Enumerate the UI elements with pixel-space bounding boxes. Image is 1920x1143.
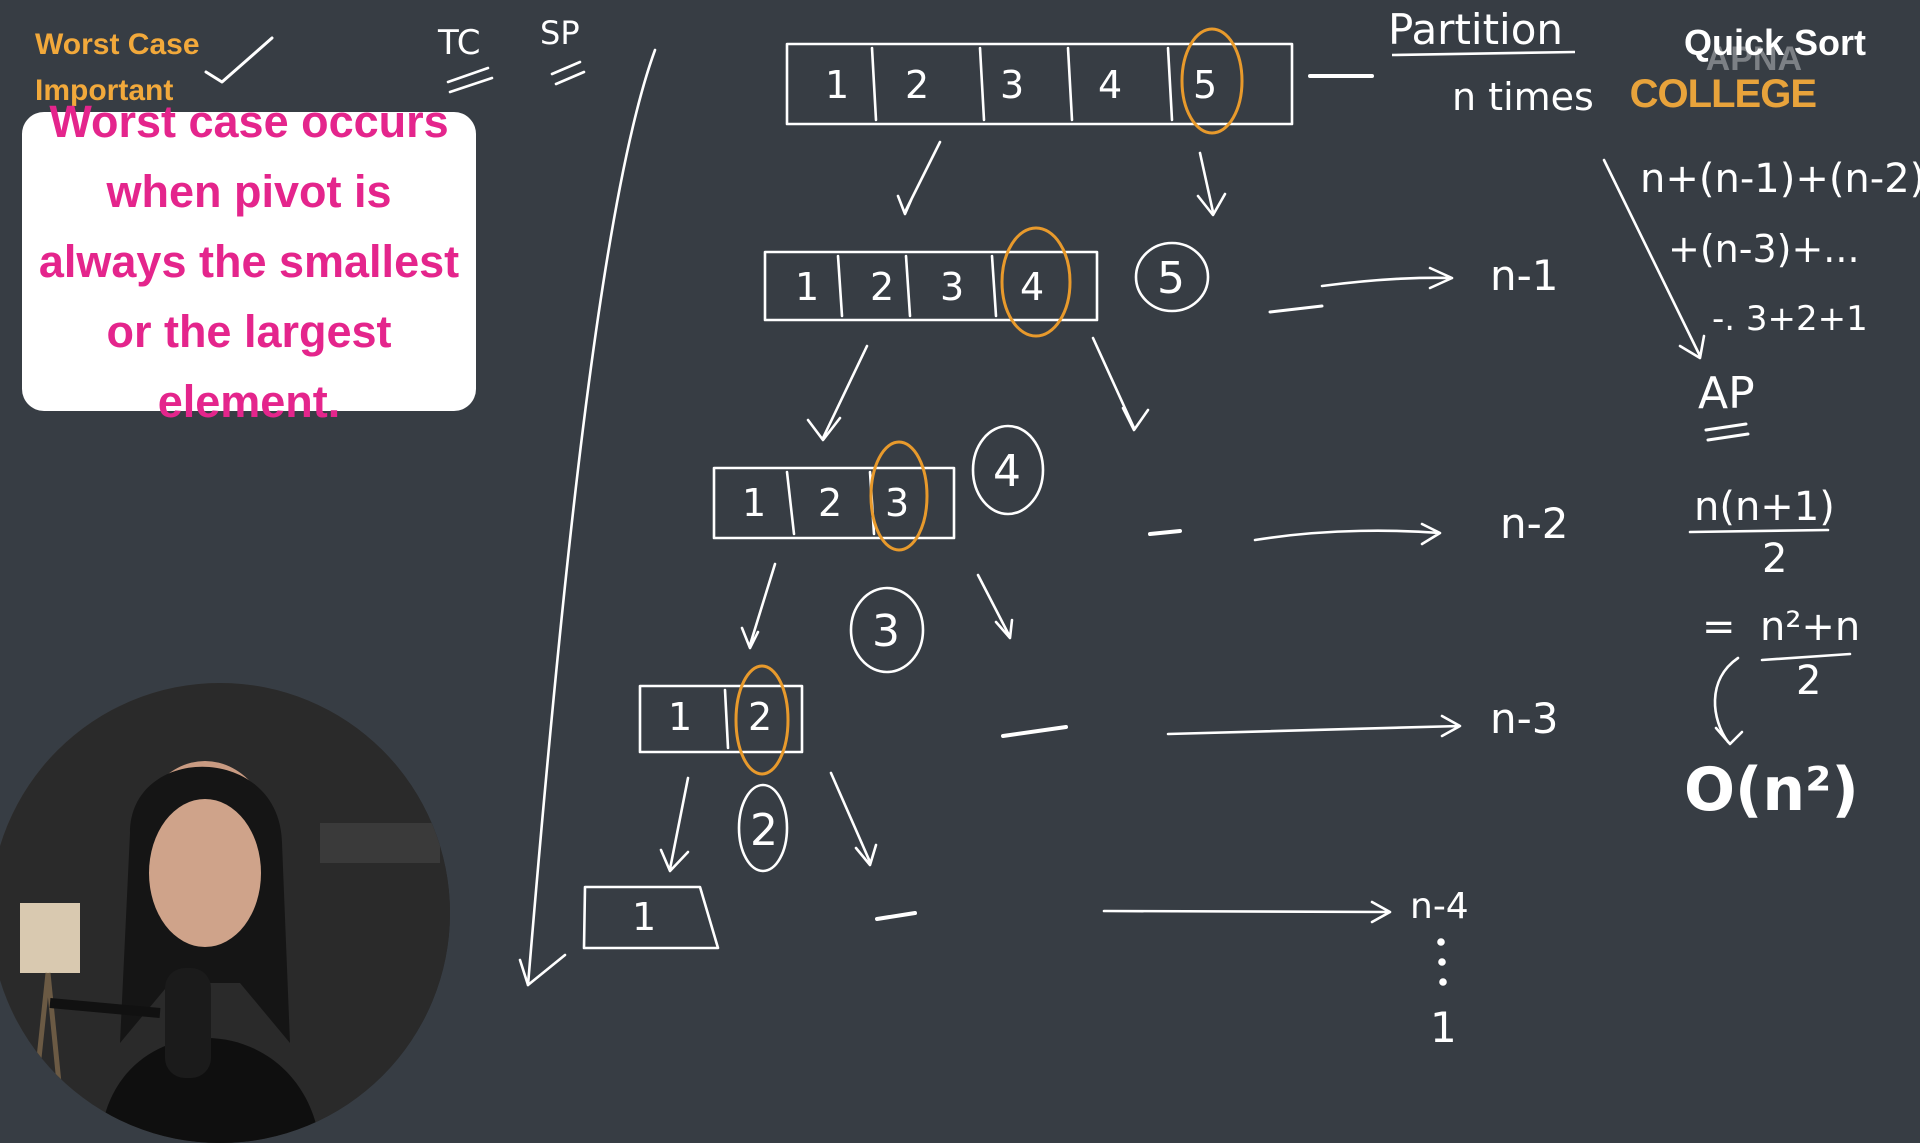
pivot-ring-2 — [869, 440, 929, 552]
array-cell: 2 — [818, 481, 842, 525]
pivot-circle-3 — [849, 586, 925, 674]
arrow-right-2 — [1091, 336, 1150, 432]
arrow-left-2 — [806, 344, 869, 442]
array-level-1 — [763, 250, 1099, 322]
pivot-circle-2 — [737, 783, 789, 873]
level-cost: n-2 — [1500, 499, 1569, 548]
presenter-silhouette — [0, 683, 450, 1143]
array-cell: 1 — [825, 63, 849, 107]
arrow-right-1 — [1196, 151, 1227, 217]
array-level-0 — [785, 42, 1294, 126]
partition-dash-3 — [1001, 725, 1068, 738]
fraction-numerator: n(n+1) — [1694, 484, 1835, 530]
arrow-left-4 — [659, 776, 690, 873]
whiteboard: Worst Case Important Worst case occurs w… — [0, 5, 1920, 1143]
continuation-dot — [1438, 958, 1446, 966]
pivot-ring-0 — [1180, 27, 1244, 135]
pivot-ring-3 — [734, 664, 790, 776]
array-cell: 1 — [668, 695, 692, 739]
fraction2-denominator: 2 — [1796, 658, 1821, 704]
arrow-left-3 — [740, 562, 777, 650]
level-cost: n-3 — [1490, 694, 1559, 743]
worst-case-note-text: Worst case occurs when pivot is always t… — [38, 95, 460, 427]
partition-underline — [1391, 50, 1576, 57]
pivot-number: 5 — [1157, 253, 1185, 304]
important-tag: Important — [35, 74, 174, 107]
brand-logo: COLLEGE — [1629, 72, 1817, 116]
array-cell: 4 — [1098, 63, 1122, 107]
diagram-canvas: TC SP Partition n times 1 2 3 4 5 1 2 3 … — [204, 5, 1920, 1052]
array-cell: 1 — [795, 265, 819, 309]
sum-line-2: +(n-3)+... — [1668, 227, 1860, 271]
pivot-ring-1 — [1000, 226, 1072, 338]
array-level-3 — [638, 684, 804, 754]
arrow-right-3 — [976, 573, 1014, 640]
array-cell: 5 — [1193, 63, 1217, 107]
array-cell: 2 — [870, 265, 894, 309]
lesson-title: Quick Sort — [1683, 22, 1866, 63]
array-cell: 2 — [905, 63, 929, 107]
sum-arrow — [1602, 158, 1706, 360]
complexity-result: O(n²) — [1684, 755, 1859, 825]
check-icon — [204, 36, 274, 84]
stack-depth-arrow — [526, 48, 657, 987]
arrow-right-4 — [829, 771, 878, 867]
pivot-number: 2 — [750, 805, 778, 856]
level-arrow-1 — [1320, 266, 1454, 290]
fraction-bar-2 — [1760, 652, 1852, 662]
sp-label: SP — [540, 14, 580, 52]
tc-label: TC — [437, 23, 481, 63]
array-cell: 4 — [1020, 265, 1044, 309]
pivot-number: 3 — [872, 606, 900, 657]
array-cell: 2 — [748, 695, 772, 739]
pivot-number: 4 — [993, 446, 1021, 497]
n-times-label: n times — [1452, 75, 1594, 119]
pivot-circle-5 — [1134, 241, 1210, 313]
level-arrow-2 — [1253, 522, 1442, 546]
array-cell: 1 — [742, 481, 766, 525]
level-arrow-4 — [1102, 900, 1392, 924]
result-arrow — [1713, 656, 1744, 746]
sum-line-1: n+(n-1)+(n-2) — [1640, 156, 1920, 202]
microphone-icon — [165, 968, 211, 1078]
ap-underline — [1704, 422, 1750, 442]
partition-dash-2 — [1148, 529, 1182, 536]
pivot-circle-4 — [971, 424, 1045, 516]
fraction2-numerator: n²+n — [1760, 604, 1860, 650]
brand-ghost-text: APNA — [1705, 40, 1802, 78]
worst-case-tag: Worst Case — [35, 28, 200, 61]
array-cell: 3 — [940, 265, 964, 309]
partition-dash-1 — [1268, 304, 1324, 314]
fraction-denominator: 2 — [1762, 536, 1787, 582]
sp-underline — [550, 60, 586, 86]
worst-case-note: Worst case occurs when pivot is always t… — [22, 96, 476, 427]
partition-dash-4 — [875, 911, 917, 921]
tc-underline — [446, 66, 494, 94]
partition-label: Partition — [1388, 5, 1563, 54]
continuation-dot — [1439, 978, 1447, 986]
array-cell: 1 — [632, 895, 656, 939]
array-level-4 — [582, 885, 720, 950]
array-cell: 3 — [885, 481, 909, 525]
lamp-icon — [20, 903, 80, 973]
level-arrow-3 — [1166, 714, 1462, 738]
stack-depth-arrowhead — [518, 953, 567, 987]
continuation-dot — [1437, 938, 1445, 946]
level-cost: n-1 — [1490, 251, 1559, 300]
arrow-left-1 — [896, 140, 942, 216]
level-cost: n-4 — [1410, 886, 1469, 927]
level-cost: 1 — [1430, 1003, 1457, 1052]
array-cell: 3 — [1000, 63, 1024, 107]
fraction-bar-1 — [1688, 528, 1830, 534]
sum-line-3: -. 3+2+1 — [1712, 299, 1868, 339]
equals-sign: = — [1702, 604, 1736, 650]
ap-label: AP — [1698, 368, 1755, 419]
presenter-webcam — [0, 683, 450, 1143]
array-level-2 — [712, 466, 956, 540]
